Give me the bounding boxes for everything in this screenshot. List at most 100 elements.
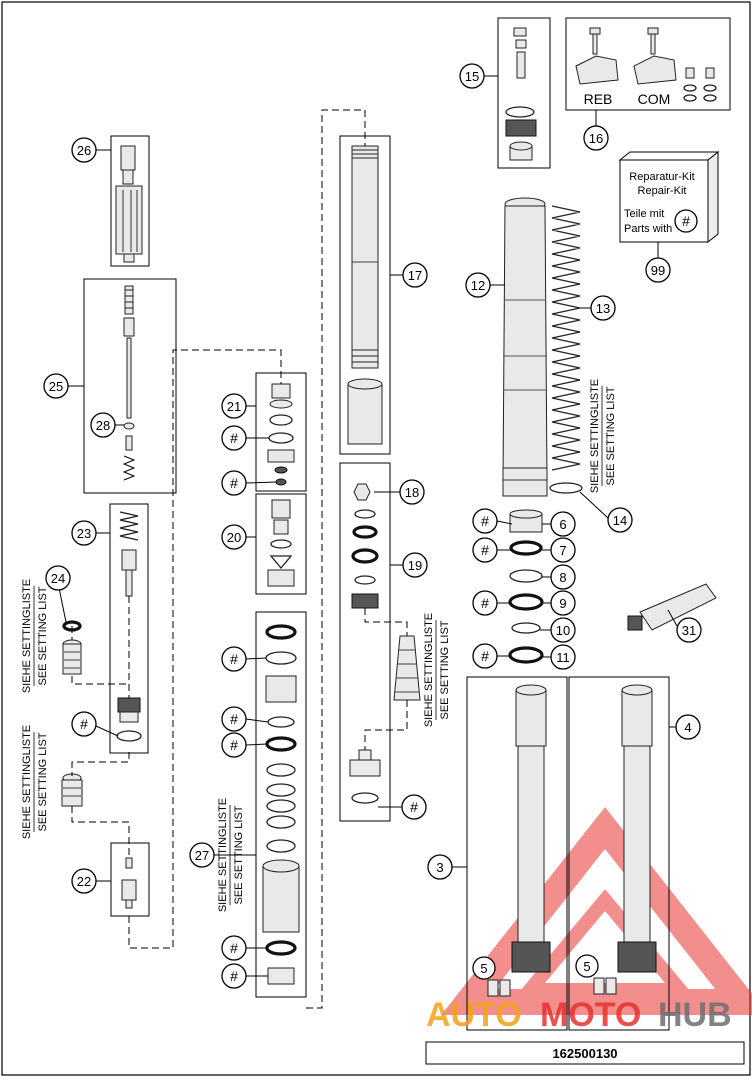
callout-22: 22 xyxy=(71,868,97,894)
group-24 xyxy=(62,620,82,675)
svg-text:4: 4 xyxy=(684,720,691,735)
svg-text:#: # xyxy=(230,940,238,956)
watermark-logo xyxy=(441,806,752,1015)
group-27 xyxy=(255,611,307,998)
svg-text:17: 17 xyxy=(408,268,422,283)
svg-text:12: 12 xyxy=(471,278,485,293)
svg-text:20: 20 xyxy=(227,530,241,545)
watermark-text: AUTO MOTO HUB xyxy=(426,996,732,1034)
group-20 xyxy=(255,493,307,595)
callout-28: 28 xyxy=(90,412,116,438)
svg-text:18: 18 xyxy=(405,485,419,500)
callout-hash-27b: # xyxy=(221,706,247,732)
svg-text:MOTO: MOTO xyxy=(540,996,641,1034)
setting-note-de: SIEHE SETTINGLISTE xyxy=(589,379,601,493)
callout-5b: 5 xyxy=(575,954,599,978)
setting-note-en: SEE SETTING LIST xyxy=(37,732,49,831)
svg-text:11: 11 xyxy=(556,650,570,665)
svg-text:99: 99 xyxy=(651,263,665,278)
callout-14: 14 xyxy=(607,507,633,533)
group-17 xyxy=(339,135,391,455)
callout-27: 27 xyxy=(189,842,215,868)
callout-31: 31 xyxy=(676,617,702,643)
svg-text:8: 8 xyxy=(559,570,566,585)
callout-7: 7 xyxy=(550,537,576,563)
callout-5a: 5 xyxy=(472,956,496,980)
svg-text:14: 14 xyxy=(613,513,627,528)
assembly-connectors xyxy=(71,109,408,1009)
svg-text:13: 13 xyxy=(596,301,610,316)
callout-8: 8 xyxy=(550,564,576,590)
callout-13: 13 xyxy=(590,295,616,321)
group-26 xyxy=(110,135,150,267)
callout-hash-9: # xyxy=(472,590,498,616)
outer-tube xyxy=(502,197,548,497)
setting-note-en: SEE SETTING LIST xyxy=(605,386,617,485)
bump-rubber xyxy=(393,635,421,701)
setting-note-3: SIEHE SETTINGLISTE SEE SETTING LIST xyxy=(217,798,245,912)
kit-line-1: Reparatur-Kit xyxy=(629,171,694,183)
svg-text:3: 3 xyxy=(436,860,443,875)
callout-hash-21b: # xyxy=(221,470,247,496)
svg-text:23: 23 xyxy=(77,526,91,541)
svg-text:#: # xyxy=(230,430,238,446)
callout-99: 99 xyxy=(645,257,671,283)
svg-text:21: 21 xyxy=(227,399,241,414)
svg-text:#: # xyxy=(481,595,489,611)
svg-text:#: # xyxy=(230,711,238,727)
svg-text:HUB: HUB xyxy=(658,996,732,1034)
callout-19: 19 xyxy=(402,552,428,578)
callout-12: 12 xyxy=(465,272,491,298)
rebound-cone xyxy=(61,773,83,807)
svg-text:10: 10 xyxy=(556,623,570,638)
svg-text:15: 15 xyxy=(465,69,479,84)
callout-hash-6: # xyxy=(472,508,498,534)
svg-text:#: # xyxy=(230,737,238,753)
doc-number: 162500130 xyxy=(552,1046,617,1061)
group-21 xyxy=(255,372,307,492)
svg-text:5: 5 xyxy=(480,961,487,976)
svg-text:#: # xyxy=(230,968,238,984)
svg-text:#: # xyxy=(410,799,418,815)
setting-note-en: SEE SETTING LIST xyxy=(439,620,451,719)
group-15 xyxy=(497,17,551,169)
svg-text:9: 9 xyxy=(559,596,566,611)
setting-note-4: SIEHE SETTINGLISTE SEE SETTING LIST xyxy=(423,613,451,727)
callout-hash-27c: # xyxy=(221,732,247,758)
kit-hash-symbol: # xyxy=(682,213,690,229)
svg-text:19: 19 xyxy=(408,558,422,573)
reb-label: REB xyxy=(584,91,613,107)
callout-hash-27d: # xyxy=(221,935,247,961)
callout-16: 16 xyxy=(583,125,609,151)
svg-text:7: 7 xyxy=(559,543,566,558)
callout-26: 26 xyxy=(71,137,97,163)
kit-line-3: Teile mit xyxy=(624,208,664,220)
svg-text:5: 5 xyxy=(583,959,590,974)
svg-text:27: 27 xyxy=(195,848,209,863)
callout-10: 10 xyxy=(550,617,576,643)
setting-note-5: SIEHE SETTINGLISTE SEE SETTING LIST xyxy=(589,379,617,493)
setting-note-de: SIEHE SETTINGLISTE xyxy=(423,613,435,727)
callout-24: 24 xyxy=(45,565,71,591)
callout-4: 4 xyxy=(675,714,701,740)
svg-text:25: 25 xyxy=(49,379,63,394)
rings-6-11 xyxy=(508,509,544,664)
group-25 xyxy=(83,278,177,494)
svg-text:28: 28 xyxy=(96,418,110,433)
grease-tube xyxy=(627,583,717,631)
callout-20: 20 xyxy=(221,524,247,550)
kit-line-4: Parts with xyxy=(624,223,672,235)
group-16 xyxy=(565,17,731,111)
callout-hash-27e: # xyxy=(221,963,247,989)
fork-leg-3 xyxy=(466,676,568,1031)
svg-text:31: 31 xyxy=(682,623,696,638)
callout-hash-27a: # xyxy=(221,646,247,672)
setting-note-en: SEE SETTING LIST xyxy=(37,586,49,685)
svg-text:26: 26 xyxy=(77,143,91,158)
callout-23: 23 xyxy=(71,520,97,546)
svg-text:#: # xyxy=(230,651,238,667)
kit-hash-badge xyxy=(674,209,698,233)
fork-spring xyxy=(551,205,581,471)
